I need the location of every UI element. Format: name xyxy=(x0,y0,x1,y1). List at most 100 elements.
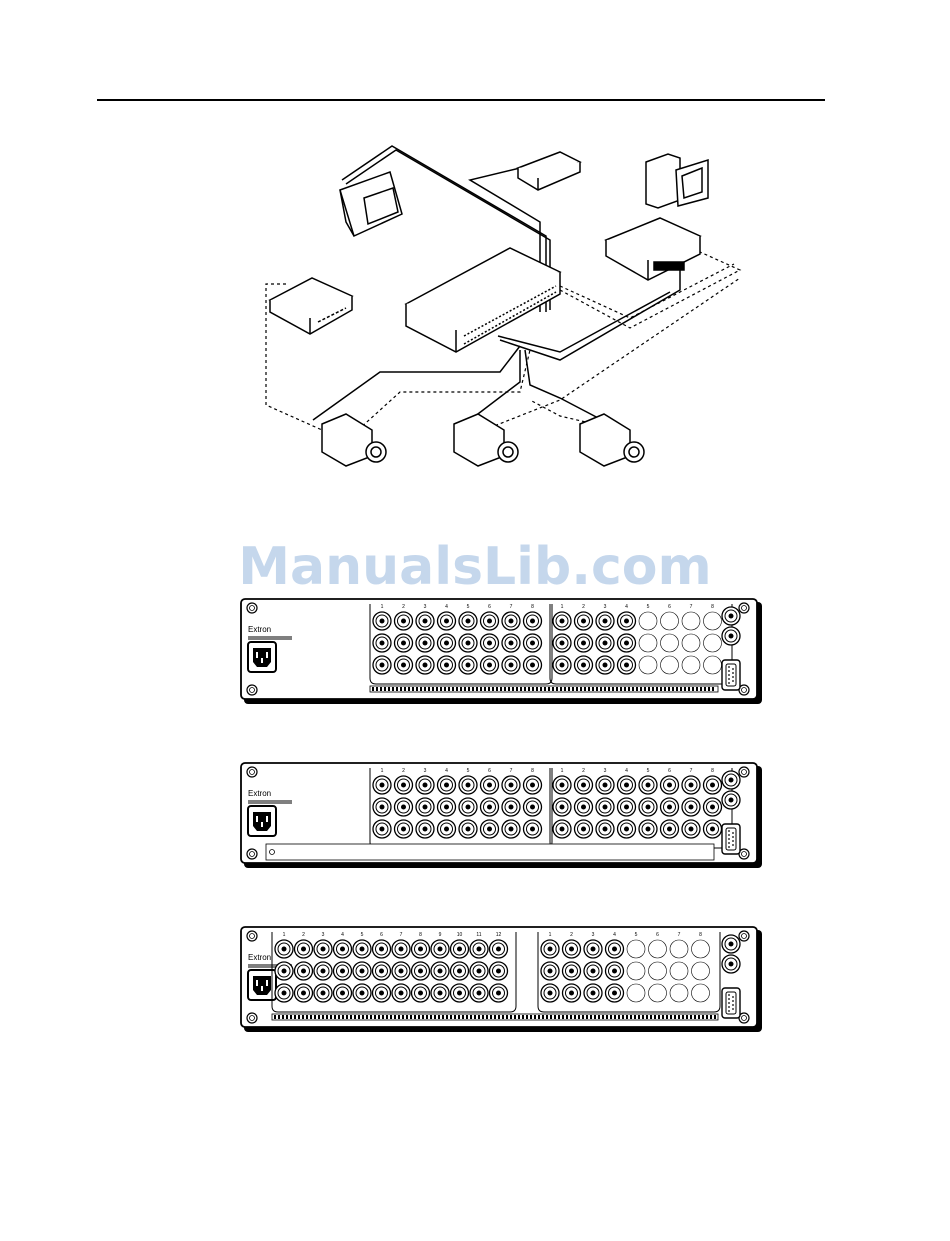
input-bnc-connector xyxy=(459,820,477,838)
input-number-label: 8 xyxy=(419,932,422,938)
input-bnc-connector xyxy=(470,984,488,1002)
input-bnc-connector xyxy=(295,940,313,958)
panel-screw xyxy=(739,603,749,613)
input-bnc-connector xyxy=(459,612,477,630)
manualslib-watermark: ManualsLib.com xyxy=(0,537,950,597)
input-number-label: 7 xyxy=(510,768,513,774)
output-bnc-connector xyxy=(575,820,593,838)
input-bnc-connector xyxy=(502,612,520,630)
input-bnc-connector xyxy=(490,984,508,1002)
output-number-label: 4 xyxy=(613,932,616,938)
input-number-label: 8 xyxy=(531,604,534,610)
output-bnc-connector xyxy=(682,820,700,838)
blank-output-position xyxy=(682,612,700,630)
input-number-label: 5 xyxy=(467,768,470,774)
blank-output-position xyxy=(704,656,722,674)
output-number-label: 7 xyxy=(690,604,693,610)
input-bnc-connector xyxy=(412,940,430,958)
input-bnc-connector xyxy=(416,634,434,652)
input-bnc-connector xyxy=(373,776,391,794)
output-bnc-connector xyxy=(639,798,657,816)
scaler-unit xyxy=(606,218,700,280)
sync-bnc-connector xyxy=(722,955,740,973)
blank-output-position xyxy=(627,940,645,958)
input-bnc-connector xyxy=(438,634,456,652)
terminal-strip xyxy=(370,686,718,692)
input-number-label: 5 xyxy=(467,604,470,610)
input-bnc-connector xyxy=(295,962,313,980)
output-bnc-connector xyxy=(575,612,593,630)
input-bnc-connector xyxy=(416,776,434,794)
input-number-label: 1 xyxy=(283,932,286,938)
blank-output-position xyxy=(692,962,710,980)
input-number-label: 8 xyxy=(531,768,534,774)
brand-label: Extron xyxy=(248,625,271,634)
input-number-label: 4 xyxy=(445,768,448,774)
blank-output-position xyxy=(704,634,722,652)
blank-output-position xyxy=(639,656,657,674)
input-bnc-connector xyxy=(275,940,293,958)
input-number-label: 5 xyxy=(361,932,364,938)
input-bnc-connector xyxy=(353,962,371,980)
input-bnc-connector xyxy=(438,776,456,794)
output-number-label: 6 xyxy=(668,768,671,774)
blank-output-position xyxy=(639,634,657,652)
input-number-label: 3 xyxy=(322,932,325,938)
panel-screw xyxy=(247,603,257,613)
input-bnc-connector xyxy=(481,634,499,652)
input-number-label: 2 xyxy=(302,932,305,938)
input-bnc-connector xyxy=(524,656,542,674)
output-number-label: 6 xyxy=(668,604,671,610)
output-number-label: 2 xyxy=(570,932,573,938)
input-number-label: 1 xyxy=(381,768,384,774)
output-bnc-connector xyxy=(618,634,636,652)
input-bnc-connector xyxy=(502,798,520,816)
output-bnc-connector xyxy=(618,820,636,838)
input-bnc-connector xyxy=(431,984,449,1002)
input-bnc-connector xyxy=(412,962,430,980)
input-bnc-connector xyxy=(314,984,332,1002)
output-bnc-connector xyxy=(563,940,581,958)
output-bnc-connector xyxy=(661,776,679,794)
output-bnc-connector xyxy=(541,962,559,980)
input-bnc-connector xyxy=(416,820,434,838)
input-number-label: 6 xyxy=(380,932,383,938)
input-number-label: 2 xyxy=(402,768,405,774)
output-number-label: 8 xyxy=(699,932,702,938)
output-bnc-connector xyxy=(596,820,614,838)
input-bnc-connector xyxy=(395,634,413,652)
input-bnc-connector xyxy=(481,656,499,674)
header-rule xyxy=(97,99,825,101)
input-bnc-connector xyxy=(524,634,542,652)
input-bnc-connector xyxy=(502,634,520,652)
output-bnc-connector xyxy=(553,820,571,838)
output-number-label: 4 xyxy=(625,768,628,774)
output-bnc-connector xyxy=(682,776,700,794)
blank-output-position xyxy=(627,984,645,1002)
output-number-label: 5 xyxy=(647,604,650,610)
blank-output-position xyxy=(670,962,688,980)
rs232-port xyxy=(722,988,740,1018)
rear-panel-3: Extron12345678910111212345678 xyxy=(240,926,764,1034)
input-bnc-connector xyxy=(502,656,520,674)
input-bnc-connector xyxy=(314,962,332,980)
input-number-label: 3 xyxy=(424,768,427,774)
power-inlet xyxy=(248,806,276,836)
input-number-label: 6 xyxy=(488,768,491,774)
camera-3 xyxy=(580,414,644,466)
input-bnc-connector xyxy=(524,820,542,838)
input-number-label: 4 xyxy=(445,604,448,610)
vcr-deck xyxy=(518,152,580,190)
blank-output-position xyxy=(661,634,679,652)
sync-bnc-connector xyxy=(722,607,740,625)
input-bnc-connector xyxy=(451,940,469,958)
input-bnc-connector xyxy=(481,612,499,630)
panel-screw xyxy=(247,767,257,777)
input-number-label: 2 xyxy=(402,604,405,610)
output-number-label: 2 xyxy=(582,604,585,610)
input-bnc-connector xyxy=(481,820,499,838)
output-number-label: 7 xyxy=(678,932,681,938)
input-bnc-connector xyxy=(502,776,520,794)
input-number-label: 10 xyxy=(457,932,463,938)
output-bnc-connector xyxy=(661,820,679,838)
